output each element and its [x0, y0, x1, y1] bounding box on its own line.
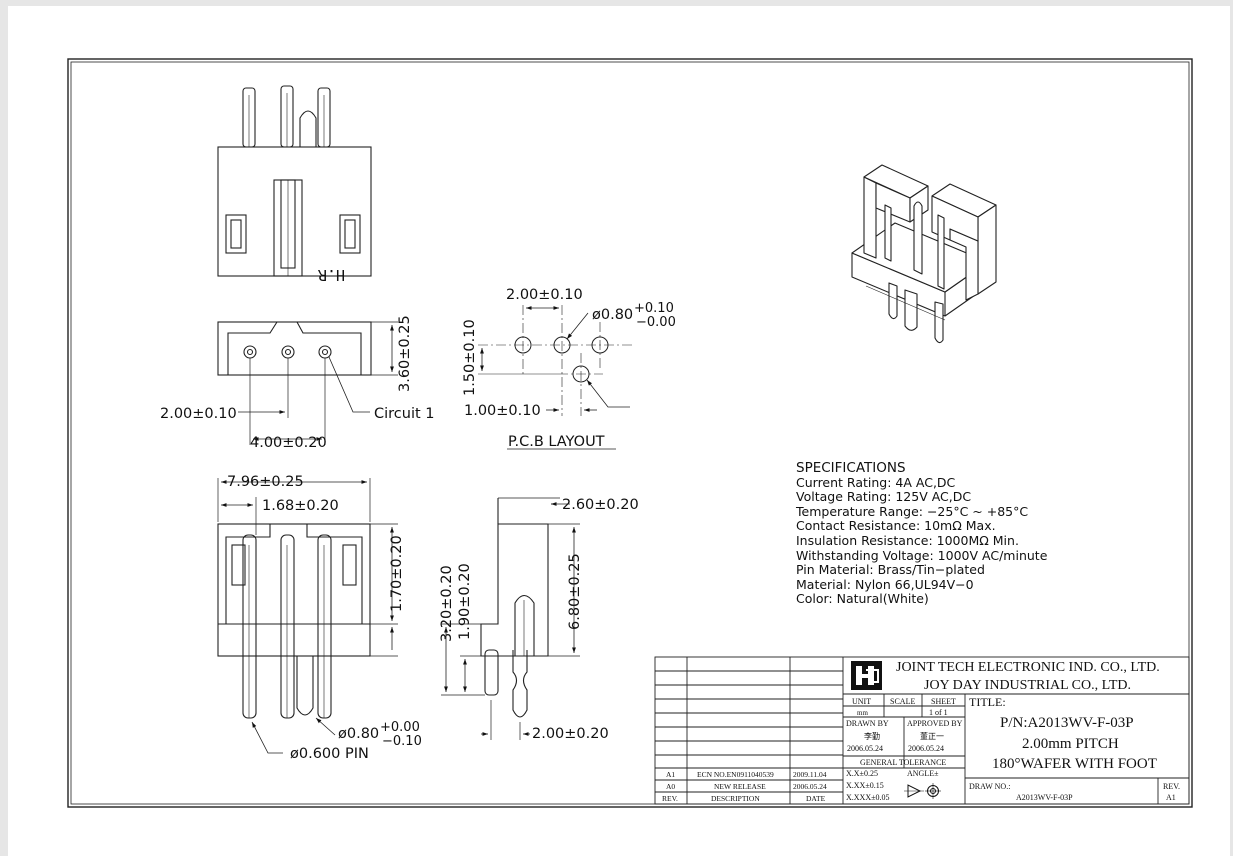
sheet-value: 1 of 1 — [929, 708, 948, 717]
company-name-1: JOINT TECH ELECTRONIC IND. CO., LTD. — [896, 660, 1160, 675]
header-date: DATE — [806, 794, 826, 803]
spec-line: Temperature Range: −25°C ~ +85°C — [796, 503, 1029, 519]
pitch-title: 2.00mm PITCH — [1022, 736, 1119, 752]
rev-row-2-rev: A0 — [666, 782, 675, 791]
front-view — [217, 478, 398, 754]
product-title: 180°WAFER WITH FOOT — [992, 756, 1157, 772]
front-pin-label: ø0.600 PIN — [290, 746, 369, 762]
part-number: P/N:A2013WV-F-03P — [1000, 715, 1134, 731]
tolerance-3: X.XXX±0.05 — [846, 793, 890, 802]
tolerance-1: X.X±0.25 — [846, 769, 878, 778]
rev-row-1-date: 2009.11.04 — [793, 770, 827, 779]
company-logo — [851, 661, 882, 690]
dim-pitch-small: 2.00±0.10 — [160, 406, 237, 422]
header-rev: REV. — [662, 794, 678, 803]
specifications-block: SPECIFICATIONS Current Rating: 4A AC,DC … — [796, 461, 1047, 607]
dim-pcb-pitch: 2.00±0.10 — [506, 287, 583, 303]
rev-row-1-rev: A1 — [666, 770, 675, 779]
general-tolerance: GENERAL TOLERANCE — [860, 758, 946, 767]
title-label: TITLE: — [969, 695, 1006, 709]
dim-side-h2: 1.90±0.20 — [457, 563, 473, 640]
isometric-view — [851, 164, 997, 344]
spec-line: Material: Nylon 66,UL94V−0 — [796, 576, 974, 592]
dim-side-pitch: 2.00±0.20 — [532, 726, 609, 742]
dim-front-pin-minus: −0.10 — [382, 734, 422, 749]
dim-side-total-height: 6.80±0.25 — [567, 553, 583, 630]
spec-line: Withstanding Voltage: 1000V AC/minute — [796, 547, 1048, 563]
scale-label: SCALE — [890, 697, 915, 706]
dim-front-inner: 1.68±0.20 — [262, 498, 339, 514]
drawn-by-label: DRAWN BY — [846, 719, 889, 728]
dim-pcb-vertical: 1.50±0.10 — [462, 319, 478, 396]
spec-line: Contact Resistance: 10mΩ Max. — [796, 518, 996, 534]
unit-label: UNIT — [852, 697, 871, 706]
end-view — [217, 321, 398, 445]
drawn-date: 2006.05.24 — [847, 744, 883, 753]
spec-line: Voltage Rating: 125V AC,DC — [796, 489, 972, 505]
spec-line: Pin Material: Brass/Tin−plated — [796, 562, 985, 578]
top-view — [217, 85, 372, 277]
dim-pcb-hole: ø0.80 — [592, 307, 633, 323]
spec-line: Insulation Resistance: 1000MΩ Min. — [796, 532, 1019, 548]
tolerance-2: X.XX±0.15 — [846, 781, 884, 790]
approved-by-name: 董正一 — [920, 731, 944, 741]
pcb-layout — [478, 305, 634, 450]
title-block-grid — [654, 656, 1190, 805]
outer-border — [67, 58, 1193, 808]
drawing-canvas: H.R 3.60±0.25 2.00±0.10 4.00±0.20 Circui… — [67, 58, 1193, 808]
draw-no-value: A2013WV-F-03P — [1016, 793, 1073, 802]
approved-date: 2006.05.24 — [908, 744, 944, 753]
dim-front-width: 7.96±0.25 — [227, 474, 304, 490]
circuit-label: Circuit 1 — [374, 406, 435, 422]
dim-pcb-hole-minus: −0.00 — [636, 315, 676, 330]
dim-pcb-hole-plus: +0.10 — [634, 301, 674, 316]
sheet-label: SHEET — [931, 697, 956, 706]
approved-by-label: APPROVED BY — [907, 719, 963, 728]
dim-front-pin-dia: ø0.80 — [338, 726, 379, 742]
specifications-heading: SPECIFICATIONS — [796, 460, 906, 476]
dim-side-width: 2.60±0.20 — [562, 497, 639, 513]
dim-total-span: 4.00±0.20 — [250, 435, 327, 451]
dim-front-pin-plus: +0.00 — [380, 720, 420, 735]
drawing-sheet: H.R 3.60±0.25 2.00±0.10 4.00±0.20 Circui… — [8, 6, 1230, 856]
dim-pcb-offset: 1.00±0.10 — [464, 403, 541, 419]
inner-border — [70, 61, 1190, 805]
unit-value: mm — [857, 709, 868, 717]
spec-line: Current Rating: 4A AC,DC — [796, 474, 956, 490]
projection-symbol — [904, 783, 941, 799]
angle-label: ANGLE± — [907, 769, 939, 778]
rev-row-1-desc: ECN NO.EN0911040539 — [697, 770, 774, 779]
rev-value: A1 — [1166, 793, 1176, 802]
draw-no-label: DRAW NO.: — [969, 782, 1010, 791]
top-marking: H.R — [317, 266, 345, 284]
company-name-2: JOY DAY INDUSTRIAL CO., LTD. — [924, 678, 1131, 693]
rev-row-2-desc: NEW RELEASE — [714, 782, 766, 791]
spec-line: Color: Natural(White) — [796, 591, 929, 607]
drawn-by-name: 李勤 — [864, 731, 880, 741]
header-description: DESCRIPTION — [711, 794, 760, 803]
side-view — [441, 497, 580, 740]
dim-top-height: 3.60±0.25 — [397, 315, 413, 392]
rev-label: REV. — [1163, 782, 1180, 791]
dim-front-body-height: 1.70±0.20 — [389, 535, 405, 612]
rev-row-2-date: 2006.05.24 — [793, 782, 827, 791]
dim-side-h1: 3.20±0.20 — [439, 565, 455, 642]
pcb-layout-title: P.C.B LAYOUT — [508, 434, 605, 450]
